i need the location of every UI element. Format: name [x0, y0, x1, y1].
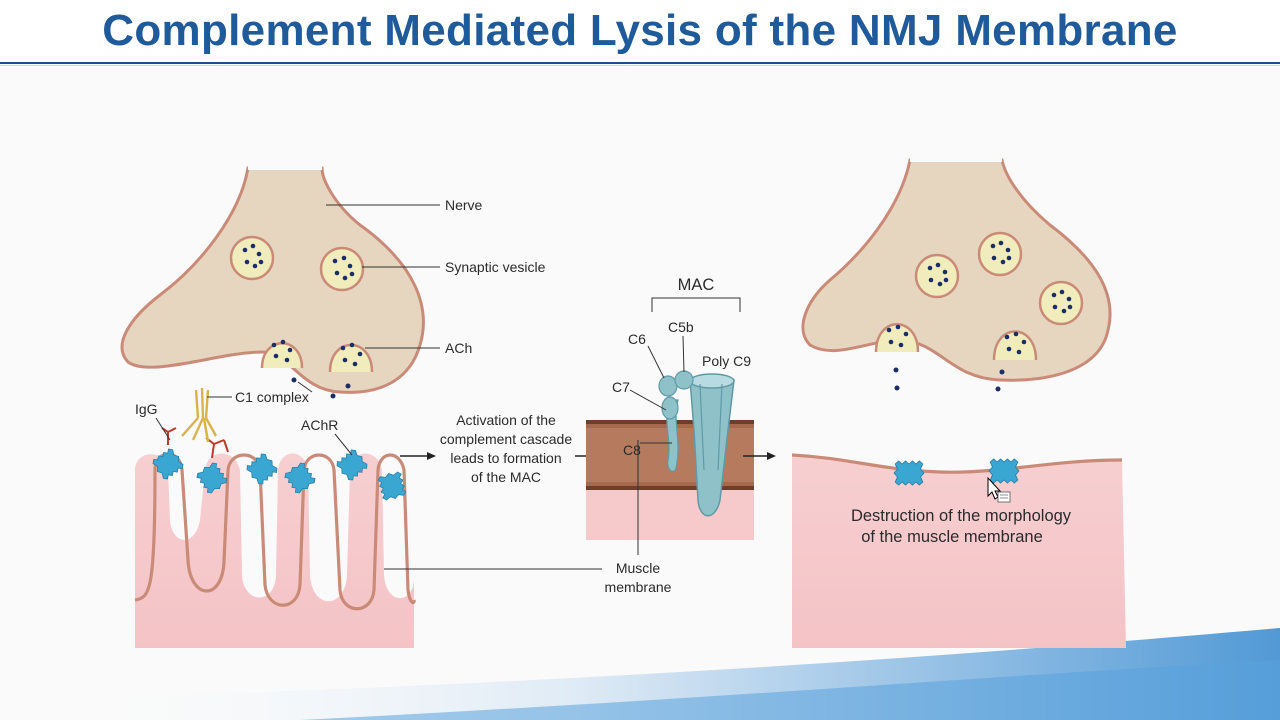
label-achr: AChR	[301, 417, 338, 433]
label-c5b: C5b	[668, 319, 694, 335]
slide-title: Complement Mediated Lysis of the NMJ Mem…	[102, 6, 1178, 55]
svg-text:Activation of the: Activation of the	[456, 412, 556, 428]
muscle-cytoplasm-mid	[586, 490, 754, 540]
muscle-membrane-right	[791, 453, 1123, 474]
footer-swoosh-light	[300, 660, 1280, 720]
label-igg: IgG	[135, 401, 158, 417]
label-c1-complex: C1 complex	[235, 389, 309, 405]
label-c6: C6	[628, 331, 646, 347]
title-rule-shadow	[0, 65, 1280, 66]
vesicle	[977, 231, 1023, 277]
arrow-3	[743, 452, 776, 460]
muscle-folds-left	[135, 453, 414, 648]
mac-complex	[658, 370, 735, 517]
fusing-vesicle	[260, 339, 304, 383]
svg-text:membrane: membrane	[605, 579, 672, 595]
label-muscle-membrane: Muscle membrane	[605, 560, 672, 595]
label-c7: C7	[612, 379, 630, 395]
svg-text:leads to formation: leads to formation	[450, 450, 561, 466]
label-synaptic-vesicle: Synaptic vesicle	[445, 259, 546, 275]
svg-text:Destruction of the morphology: Destruction of the morphology	[851, 507, 1072, 525]
label-poly-c9: Poly C9	[702, 353, 751, 369]
achr-receptor	[988, 458, 1020, 484]
vesicle	[914, 253, 960, 299]
fusing-vesicle	[328, 342, 374, 399]
fusing-vesicle	[992, 330, 1038, 392]
svg-text:of the muscle membrane: of the muscle membrane	[861, 528, 1043, 546]
arrow-1	[400, 452, 436, 460]
svg-text:Muscle: Muscle	[616, 560, 661, 576]
vesicle	[229, 235, 275, 281]
activation-text: Activation of the complement cascade lea…	[440, 412, 573, 485]
muscle-right	[792, 455, 1126, 648]
label-ach: ACh	[445, 340, 472, 356]
mouse-cursor-icon	[987, 476, 1011, 503]
nerve-terminal-left	[120, 166, 425, 394]
title-rule	[0, 62, 1280, 64]
label-mac: MAC	[678, 276, 715, 294]
svg-text:of the MAC: of the MAC	[471, 469, 541, 485]
label-nerve: Nerve	[445, 197, 483, 213]
mac-bracket	[651, 297, 741, 312]
vesicle	[319, 246, 365, 292]
fusing-vesicle	[874, 323, 920, 391]
label-c8: C8	[623, 442, 641, 458]
achr-receptor	[893, 460, 925, 486]
svg-text:complement cascade: complement cascade	[440, 431, 573, 447]
label-destruction: Destruction of the morphology of the mus…	[851, 507, 1072, 546]
c1-complex	[181, 387, 218, 443]
vesicle	[1038, 280, 1084, 326]
